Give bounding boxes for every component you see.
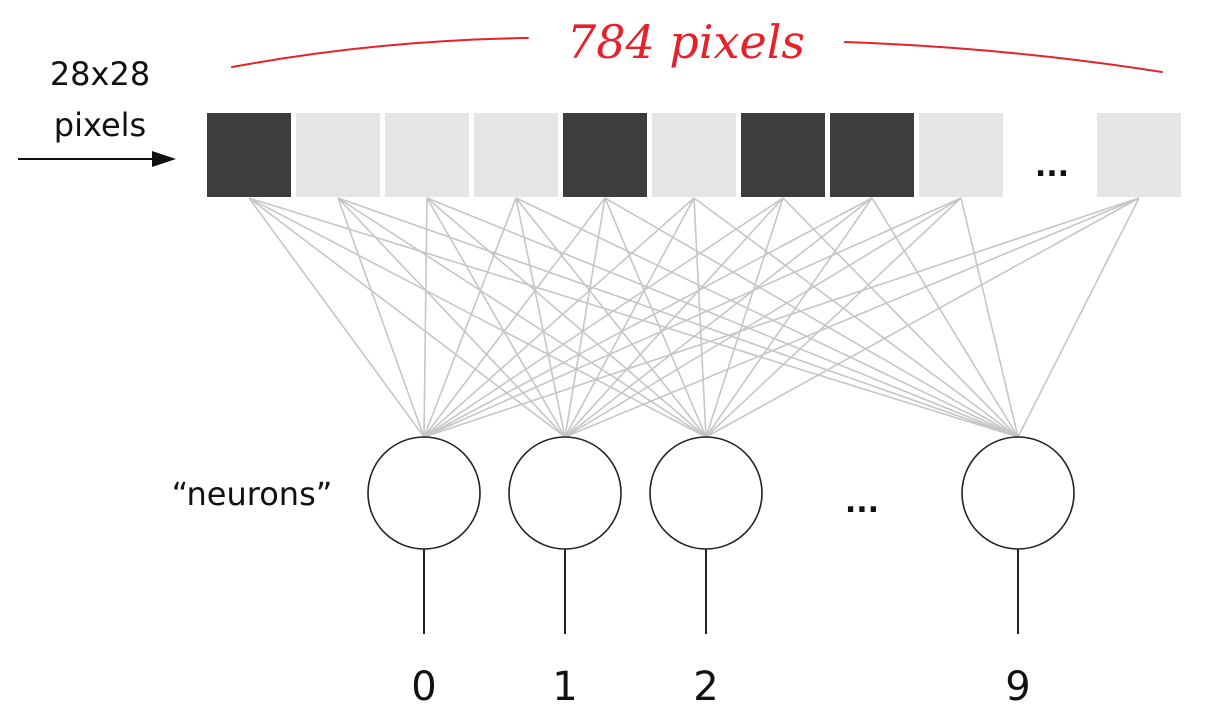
neuron-ellipsis: ...: [845, 485, 879, 520]
connection-line: [515, 197, 707, 438]
connection-line: [693, 197, 707, 438]
connection-line: [1017, 197, 1140, 438]
brace-label: 784 pixels: [567, 15, 805, 69]
connection-line: [604, 197, 1019, 438]
connection-line: [515, 197, 566, 438]
input-label-group: 28x28 pixels: [18, 55, 176, 167]
connection-line: [705, 197, 1140, 438]
input-label-line1: 28x28: [50, 55, 150, 93]
pixel-cell-dark: [563, 113, 647, 197]
pixel-cell-dark: [741, 113, 825, 197]
connection-line: [423, 197, 517, 438]
connection-line: [564, 197, 962, 438]
connection-line: [248, 197, 425, 438]
input-arrow-head: [152, 151, 176, 167]
neurons-label: “neurons”: [172, 475, 333, 513]
pixel-cell-light: [474, 113, 558, 197]
connection-line: [782, 197, 1019, 438]
pixel-cell-light: [919, 113, 1003, 197]
neuron-circle: [961, 436, 1075, 550]
connection-line: [564, 197, 695, 438]
connection-line: [423, 197, 428, 438]
pixel-cell-light: [385, 113, 469, 197]
brace-annotation: 784 pixels: [231, 15, 1163, 73]
pixel-cell-dark: [207, 113, 291, 197]
connection-line: [423, 197, 606, 438]
connection-line: [423, 197, 962, 438]
connection-line: [705, 197, 962, 438]
connection-line: [871, 197, 1019, 438]
pixel-cell-light: [1097, 113, 1181, 197]
connection-line: [337, 197, 707, 438]
output-neurons: [367, 436, 1075, 634]
connection-line: [426, 197, 707, 438]
brace-right-stroke: [844, 41, 1163, 73]
neuron-circle: [508, 436, 622, 550]
brace-left-stroke: [231, 37, 529, 68]
connection-line: [604, 197, 707, 438]
output-label-9: 9: [1005, 664, 1030, 710]
connection-line: [423, 197, 1140, 438]
connection-line: [705, 197, 784, 438]
connection-line: [337, 197, 566, 438]
pixel-cell-light: [296, 113, 380, 197]
output-label-0: 0: [411, 664, 436, 710]
connection-line: [423, 197, 873, 438]
connection-line: [248, 197, 1019, 438]
connection-line: [426, 197, 1019, 438]
connection-line: [564, 197, 873, 438]
connection-line: [423, 197, 784, 438]
connection-line: [337, 197, 425, 438]
output-label-1: 1: [552, 664, 577, 710]
neuron-circle: [649, 436, 763, 550]
connection-line: [337, 197, 1019, 438]
connection-line: [564, 197, 784, 438]
pixel-cell-light: [652, 113, 736, 197]
input-label-line2: pixels: [54, 106, 146, 144]
neuron-circle: [367, 436, 481, 550]
output-label-2: 2: [693, 664, 718, 710]
connection-line: [705, 197, 873, 438]
pixel-cell-dark: [830, 113, 914, 197]
connection-line: [564, 197, 606, 438]
connection-line: [423, 197, 695, 438]
input-pixel-row: [207, 113, 1181, 197]
connection-line: [564, 197, 1140, 438]
connection-line: [693, 197, 1019, 438]
connection-lines: [248, 197, 1140, 438]
pixel-ellipsis: ...: [1035, 149, 1069, 184]
connection-line: [515, 197, 1019, 438]
connection-line: [960, 197, 1019, 438]
